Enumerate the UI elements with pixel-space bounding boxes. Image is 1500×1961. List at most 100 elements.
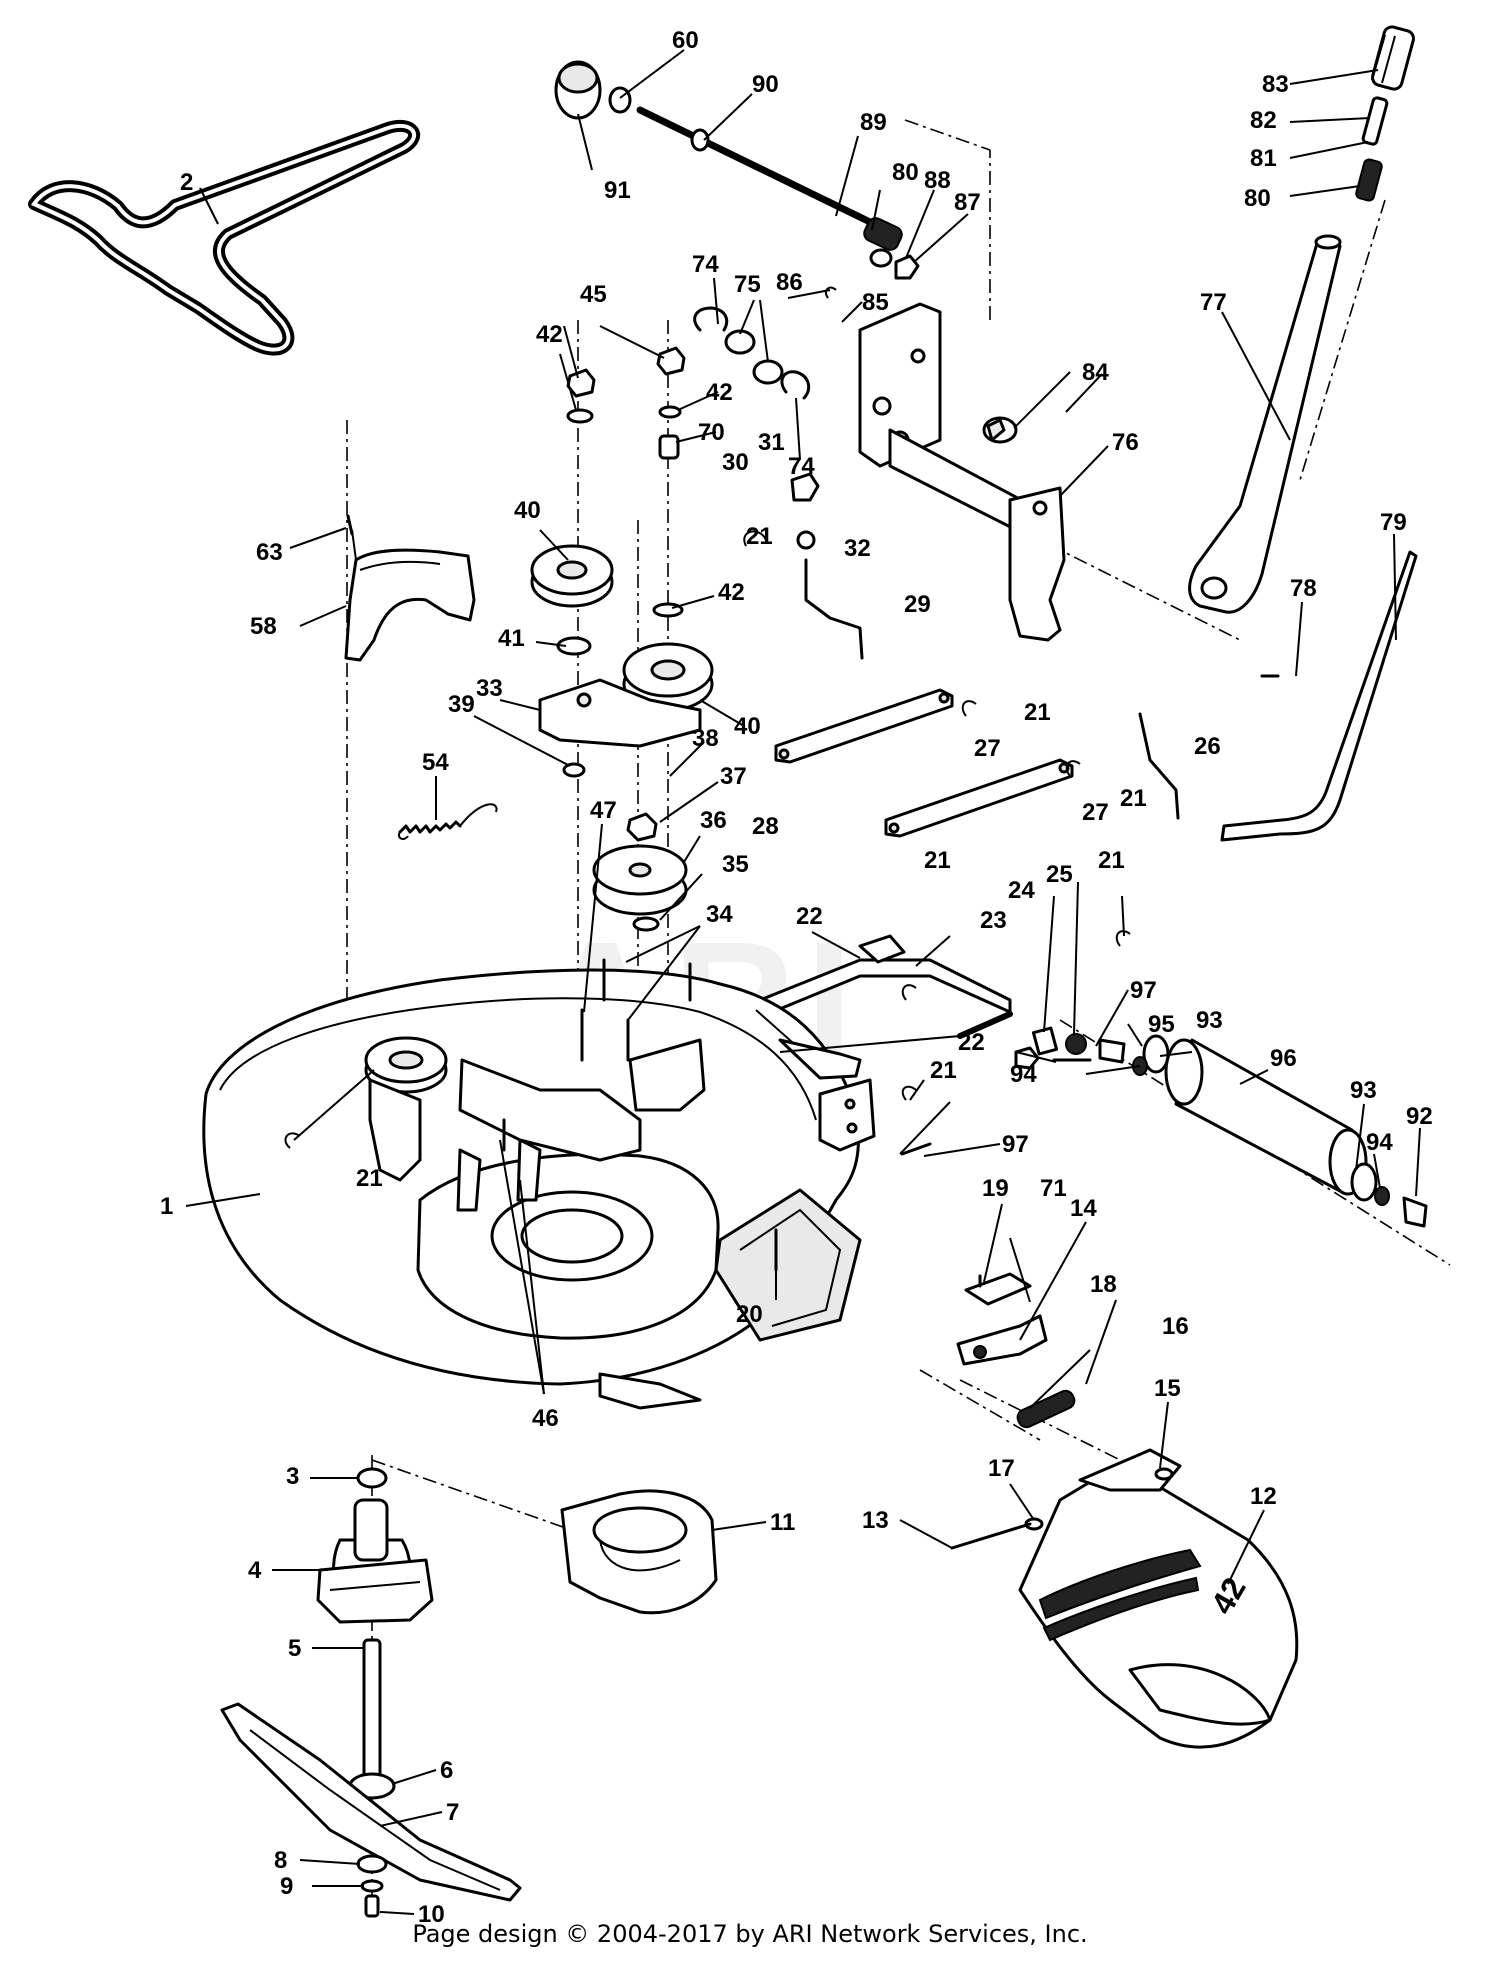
discharge-chute: 42 — [1018, 1448, 1299, 1749]
callout-70: 70 — [698, 419, 725, 446]
callout-95: 95 — [1148, 1011, 1175, 1038]
callout-58: 58 — [250, 613, 277, 640]
callout-32: 32 — [844, 535, 871, 562]
callout-27a: 27 — [974, 735, 1001, 762]
callout-36: 36 — [700, 807, 727, 834]
callout-8: 8 — [274, 1847, 287, 1874]
callout-3: 3 — [286, 1463, 299, 1490]
height-adjust-rod — [554, 60, 920, 280]
callout-21d: 21 — [924, 847, 951, 874]
callout-35: 35 — [722, 851, 749, 878]
callout-6: 6 — [440, 1757, 453, 1784]
callout-19: 19 — [982, 1175, 1009, 1202]
callout-85: 85 — [862, 289, 889, 316]
callout-25: 25 — [1046, 861, 1073, 888]
callout-22a: 22 — [796, 903, 823, 930]
callout-10: 10 — [418, 1901, 445, 1928]
callout-93a: 93 — [1196, 1007, 1223, 1034]
callout-86: 86 — [776, 269, 803, 296]
hairpin-clips — [284, 514, 1280, 1156]
copyright-footer: Page design © 2004-2017 by ARI Network S… — [412, 1920, 1088, 1948]
callout-80b: 80 — [1244, 185, 1271, 212]
lift-shaft-assembly — [858, 302, 1066, 642]
callout-87: 87 — [954, 189, 981, 216]
callout-94a: 94 — [1010, 1061, 1037, 1088]
callout-4: 4 — [248, 1557, 262, 1584]
tension-spring — [398, 803, 498, 840]
callout-74b: 74 — [788, 453, 815, 480]
callout-20: 20 — [736, 1301, 763, 1328]
callout-63: 63 — [256, 539, 283, 566]
callout-12: 12 — [1250, 1483, 1277, 1510]
callout-96: 96 — [1270, 1045, 1297, 1072]
callout-18: 18 — [1090, 1271, 1117, 1298]
lift-link-rod — [1220, 550, 1418, 842]
callout-21a: 21 — [746, 523, 773, 550]
callout-15: 15 — [1154, 1375, 1181, 1402]
callout-42c: 42 — [718, 579, 745, 606]
callout-16: 16 — [1162, 1313, 1189, 1340]
callout-33: 33 — [476, 675, 503, 702]
callout-5: 5 — [288, 1635, 301, 1662]
callout-21b: 21 — [1024, 699, 1051, 726]
chute-hinge — [950, 1272, 1174, 1550]
callout-21c: 21 — [1120, 785, 1147, 812]
callout-76: 76 — [1112, 429, 1139, 456]
callout-7: 7 — [446, 1799, 459, 1826]
callout-17: 17 — [988, 1455, 1015, 1482]
callout-26: 26 — [1194, 733, 1221, 760]
callout-80a: 80 — [892, 159, 919, 186]
callout-21g: 21 — [356, 1165, 383, 1192]
drive-pulley — [592, 812, 688, 932]
callout-37: 37 — [720, 763, 747, 790]
callout-22b: 22 — [958, 1029, 985, 1056]
callout-labels: 1 2 3 4 5 6 7 8 9 10 11 12 13 14 15 16 1… — [160, 27, 1433, 1928]
callout-27b: 27 — [1082, 799, 1109, 826]
callout-21e: 21 — [1098, 847, 1125, 874]
callout-42b: 42 — [706, 379, 733, 406]
callout-91: 91 — [604, 177, 631, 204]
callout-81: 81 — [1250, 145, 1277, 172]
callout-46: 46 — [532, 1405, 559, 1432]
callout-2: 2 — [180, 169, 193, 196]
callout-82: 82 — [1250, 107, 1277, 134]
callout-34: 34 — [706, 901, 733, 928]
callout-77: 77 — [1200, 289, 1227, 316]
anti-scalp-roller — [1098, 1034, 1428, 1228]
callout-42a: 42 — [536, 321, 563, 348]
callout-97a: 97 — [1130, 977, 1157, 1004]
callout-31: 31 — [758, 429, 785, 456]
callout-24: 24 — [1008, 877, 1035, 904]
mower-deck — [202, 968, 876, 1410]
callout-39: 39 — [448, 691, 475, 718]
idler-pulleys — [530, 544, 714, 712]
callout-90: 90 — [752, 71, 779, 98]
callout-97b: 97 — [1002, 1131, 1029, 1158]
callout-40a: 40 — [514, 497, 541, 524]
callout-79: 79 — [1380, 509, 1407, 536]
callout-9: 9 — [280, 1873, 293, 1900]
callout-38: 38 — [692, 725, 719, 752]
blade-spindle-assembly — [220, 1467, 522, 1918]
callout-83: 83 — [1262, 71, 1289, 98]
callout-23: 23 — [980, 907, 1007, 934]
lift-handle-knob — [1355, 25, 1415, 202]
callout-94b: 94 — [1366, 1129, 1393, 1156]
callout-54: 54 — [422, 749, 449, 776]
callout-47: 47 — [590, 797, 617, 824]
belt-guard — [344, 529, 476, 662]
callout-74a: 74 — [692, 251, 719, 278]
callout-13: 13 — [862, 1507, 889, 1534]
deck-bolts — [502, 958, 778, 1272]
callout-45: 45 — [580, 281, 607, 308]
drive-belt — [28, 119, 420, 356]
idler-arm — [538, 678, 702, 778]
lift-links — [774, 688, 1180, 838]
lift-handle — [1188, 234, 1342, 614]
callout-21f: 21 — [930, 1057, 957, 1084]
callout-41: 41 — [498, 625, 525, 652]
idler-hardware — [566, 346, 686, 618]
callout-92: 92 — [1406, 1103, 1433, 1130]
callout-60: 60 — [672, 27, 699, 54]
